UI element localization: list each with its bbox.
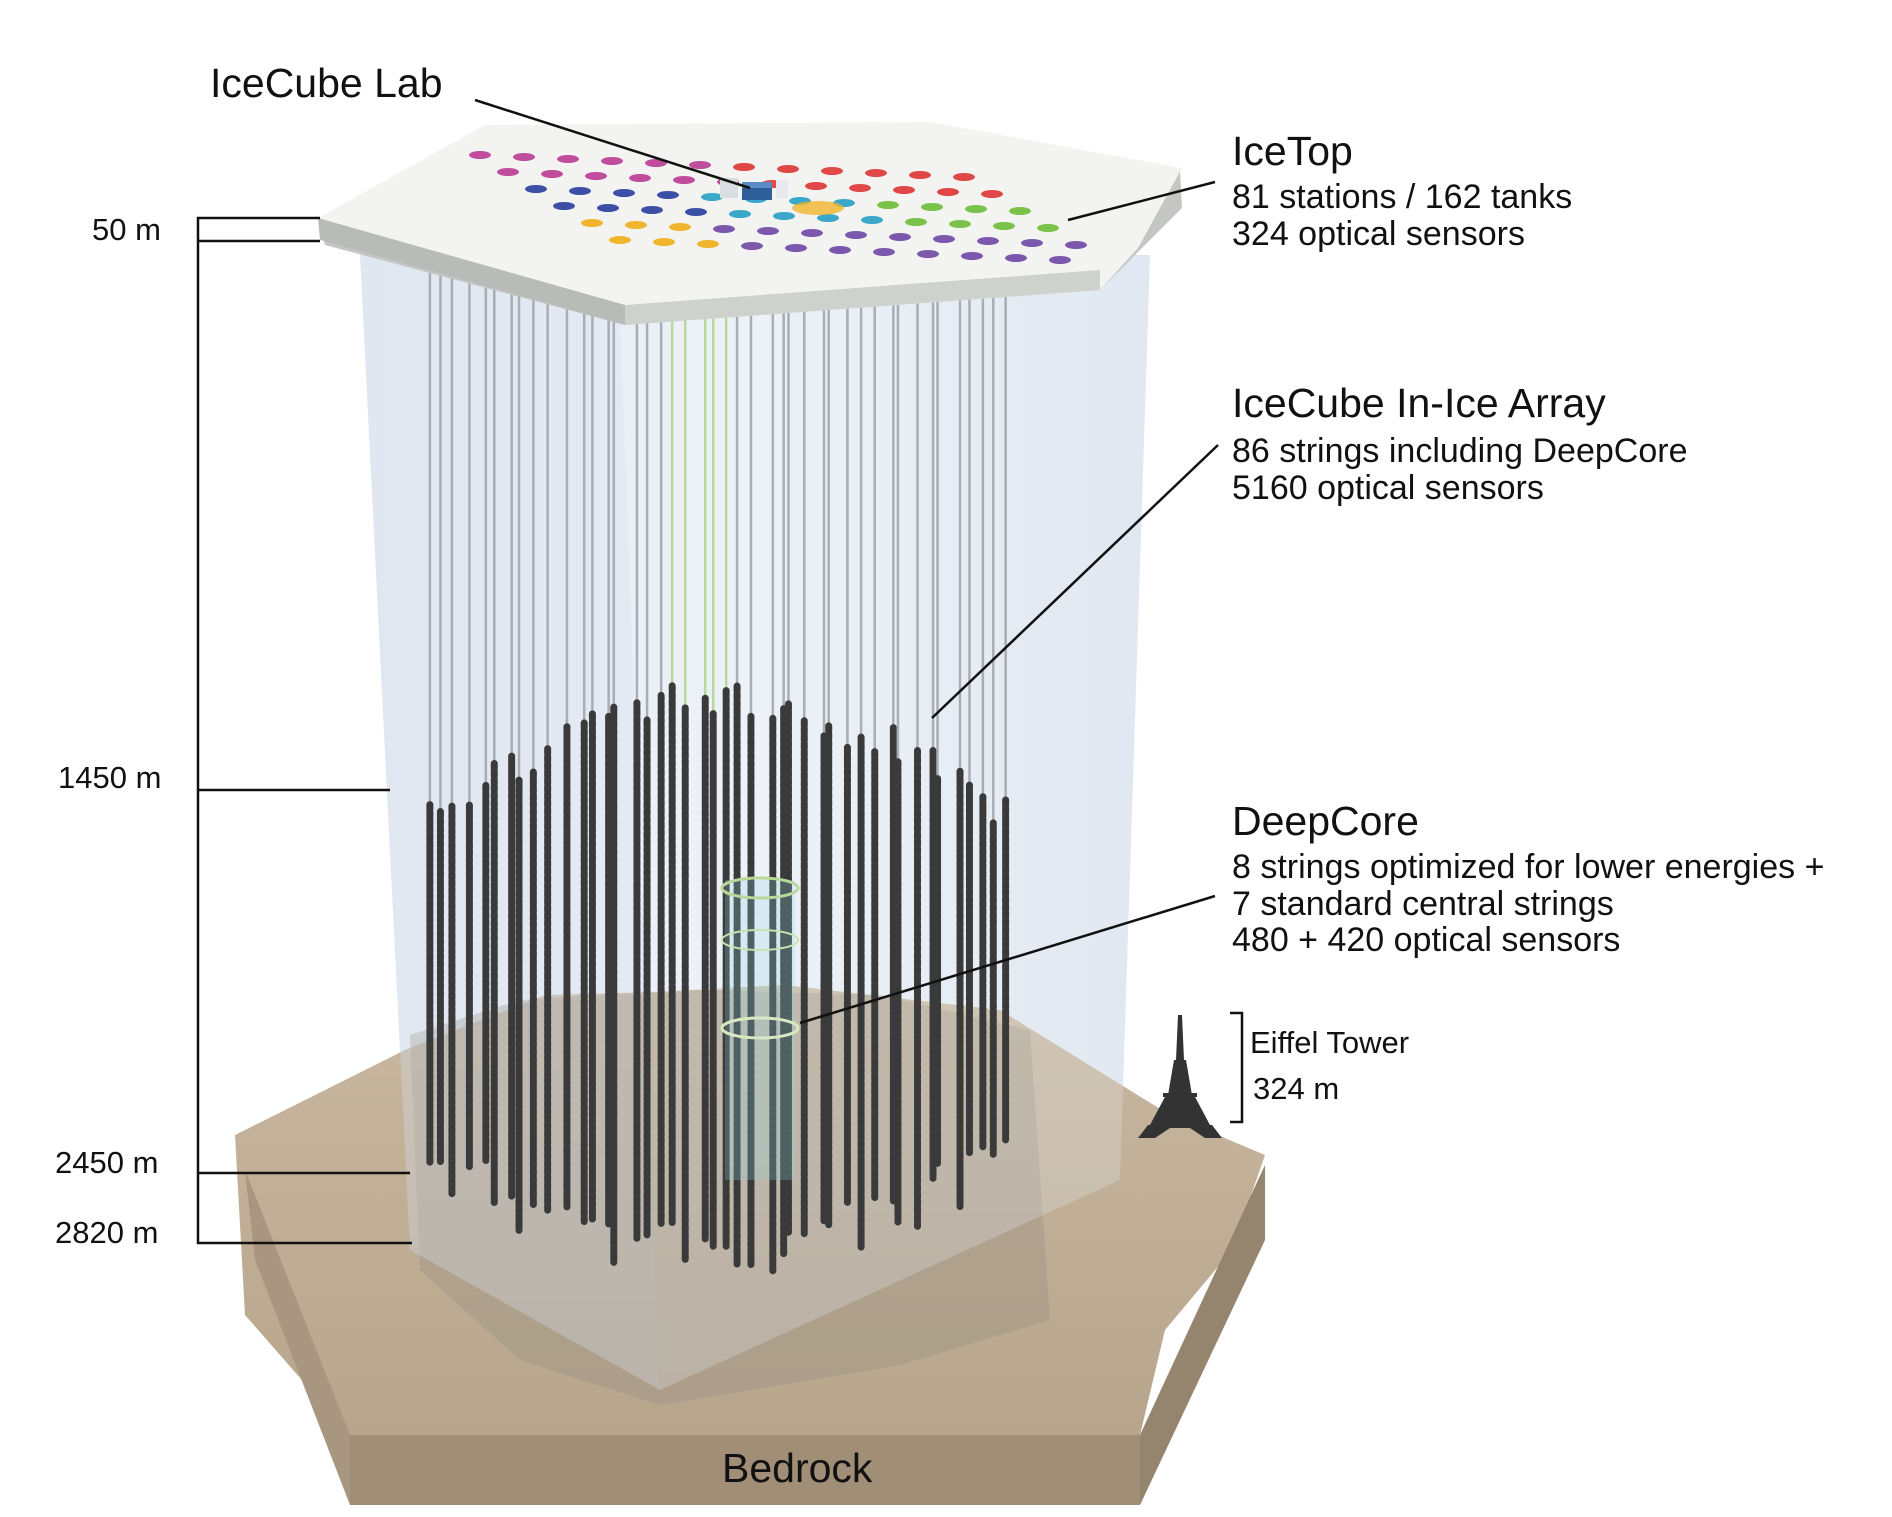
deepcore-line-3: 480 + 420 optical sensors xyxy=(1232,921,1621,959)
icetop-tank xyxy=(629,174,651,182)
icetop-tank xyxy=(981,190,1003,198)
icetop-tank xyxy=(821,167,843,175)
icetop-tank xyxy=(653,238,675,246)
inice-title: IceCube In-Ice Array xyxy=(1232,380,1606,426)
icetop-tank xyxy=(977,237,999,245)
icetop-tank xyxy=(645,159,667,167)
icetop-tank xyxy=(893,186,915,194)
icetop-tank xyxy=(1021,239,1043,247)
inice-line-2: 5160 optical sensors xyxy=(1232,469,1544,507)
icetop-tank xyxy=(921,203,943,211)
icetop-tank xyxy=(541,170,563,178)
icetop-tank xyxy=(569,187,591,195)
icetop-tank xyxy=(581,219,603,227)
depth-label-2820: 2820 m xyxy=(55,1215,159,1250)
deepcore-line-1: 8 strings optimized for lower energies + xyxy=(1232,848,1825,886)
icetop-tank xyxy=(949,220,971,228)
icetop-tank xyxy=(525,185,547,193)
icetop-tank xyxy=(861,216,883,224)
inice-line-1: 86 strings including DeepCore xyxy=(1232,432,1688,470)
eiffel-label: Eiffel Tower xyxy=(1250,1025,1410,1060)
icetop-tank xyxy=(497,168,519,176)
icetop-tank xyxy=(865,169,887,177)
icetop-tank xyxy=(777,165,799,173)
icetop-tank xyxy=(1049,256,1071,264)
icetop-tank xyxy=(961,252,983,260)
icetop-tank xyxy=(917,250,939,258)
bedrock-label: Bedrock xyxy=(722,1445,873,1491)
icetop-tank xyxy=(801,229,823,237)
depth-label-1450: 1450 m xyxy=(58,760,162,795)
icetop-tank xyxy=(1009,207,1031,215)
icetop-tank xyxy=(877,201,899,209)
icetop-tank xyxy=(773,212,795,220)
deepcore-region xyxy=(720,876,800,1180)
icetop-tank xyxy=(557,155,579,163)
icetop-tank xyxy=(953,173,975,181)
icetop-tank xyxy=(1065,241,1087,249)
icetop-tank xyxy=(601,157,623,165)
icetop-tank xyxy=(845,231,867,239)
icetop-tank xyxy=(933,235,955,243)
icetop-tank xyxy=(849,184,871,192)
icetop-tank xyxy=(673,176,695,184)
icetop-tank xyxy=(469,151,491,159)
icetop-tank xyxy=(1005,254,1027,262)
icetop-tank xyxy=(937,188,959,196)
eiffel-height-bracket xyxy=(1230,1011,1244,1124)
icetop-tank xyxy=(713,225,735,233)
icetop-tank xyxy=(993,222,1015,230)
deepcore-title: DeepCore xyxy=(1232,798,1419,844)
icetop-tank xyxy=(625,221,647,229)
icetop-tank xyxy=(741,242,763,250)
icetop-tank xyxy=(905,218,927,226)
depth-label-2450: 2450 m xyxy=(55,1145,159,1180)
icetop-line-2: 324 optical sensors xyxy=(1232,215,1525,253)
deepcore-line-2: 7 standard central strings xyxy=(1232,885,1614,923)
icetop-tank xyxy=(609,236,631,244)
icetop-tank xyxy=(657,191,679,199)
icetop-tank xyxy=(909,171,931,179)
leader-lines xyxy=(474,98,1219,1025)
icetop-tank xyxy=(689,161,711,169)
eiffel-height-label: 324 m xyxy=(1253,1071,1340,1106)
icetop-tank xyxy=(1037,224,1059,232)
icetop-tank xyxy=(597,204,619,212)
icetop-tank xyxy=(805,182,827,190)
icetop-tank xyxy=(553,202,575,210)
icetop-tank xyxy=(669,223,691,231)
icetop-tank xyxy=(829,246,851,254)
icetop-tank xyxy=(757,227,779,235)
icetop-tank xyxy=(889,233,911,241)
icetop-tank xyxy=(965,205,987,213)
icetop-tank xyxy=(697,240,719,248)
icetop-tank xyxy=(729,210,751,218)
icetop-tank xyxy=(641,206,663,214)
depth-scale xyxy=(196,216,412,1245)
eiffel-tower-icon xyxy=(1138,1015,1222,1138)
icetop-title: IceTop xyxy=(1232,128,1353,174)
icetop-tank xyxy=(701,193,723,201)
icecube-lab-label: IceCube Lab xyxy=(210,60,443,106)
icetop-tank xyxy=(873,248,895,256)
depth-label-50: 50 m xyxy=(92,212,161,247)
icetop-line-1: 81 stations / 162 tanks xyxy=(1232,178,1573,216)
icetop-tank xyxy=(817,214,839,222)
icetop-tank xyxy=(585,172,607,180)
icetop-tank xyxy=(513,153,535,161)
icetop-tank xyxy=(785,244,807,252)
icetop-tank xyxy=(733,163,755,171)
icetop-tank xyxy=(613,189,635,197)
icetop-tank xyxy=(685,208,707,216)
